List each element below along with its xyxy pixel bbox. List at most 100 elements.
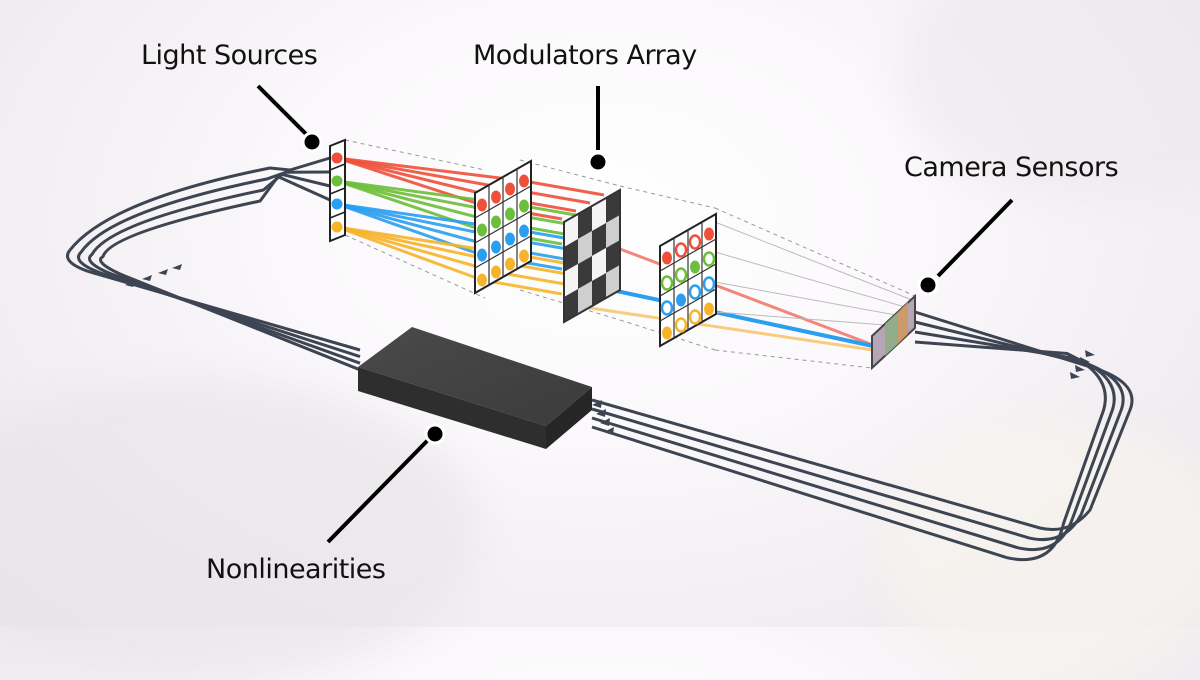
beam-green xyxy=(336,179,497,224)
beam-yellow xyxy=(336,225,497,274)
grid-cell-blue xyxy=(505,232,515,246)
grid-cell-red xyxy=(688,234,702,250)
panel-divider xyxy=(329,139,346,147)
grid-cell-blue xyxy=(676,293,686,307)
grid-cell-green xyxy=(491,215,501,229)
output-grid xyxy=(659,212,717,348)
light-source-blue xyxy=(331,198,343,210)
grid-cell-red xyxy=(704,227,714,241)
guide-line xyxy=(714,281,913,319)
grid-cell-blue xyxy=(519,224,529,238)
grid-cell-red xyxy=(662,251,672,265)
callout-modulators xyxy=(587,86,609,173)
grid-cell-yellow xyxy=(505,257,515,271)
grid-cell-yellow xyxy=(704,302,714,316)
arrow-icon xyxy=(600,418,610,426)
grid-cell-green xyxy=(519,199,529,213)
arrow-icon xyxy=(125,281,135,287)
grid-cell-green xyxy=(505,207,515,221)
beam-blue xyxy=(569,279,874,348)
beam-red xyxy=(523,179,605,197)
modulator-cell-light xyxy=(578,231,592,264)
beam-red xyxy=(336,156,525,183)
modulator-cell-light xyxy=(592,198,606,231)
light-sources-array xyxy=(329,138,346,243)
grid-cell-blue xyxy=(477,248,487,262)
callout-light-sources xyxy=(256,84,323,153)
label-modulators-array: Modulators Array xyxy=(473,40,697,71)
callout-nonlinearities xyxy=(326,423,446,544)
grid-cell-red xyxy=(505,182,515,196)
arrow-icon xyxy=(172,264,182,270)
modulator-frame xyxy=(563,188,621,324)
grid-cell-green xyxy=(660,275,674,291)
beam-yellow xyxy=(569,303,874,352)
panel-divider xyxy=(329,211,346,219)
light-source-yellow xyxy=(331,221,343,233)
modulators-array xyxy=(563,188,621,324)
guide-line xyxy=(714,251,913,310)
optical-computer-diagram xyxy=(66,84,1134,562)
beam-yellow xyxy=(336,225,483,282)
modulator-cell-dark xyxy=(592,223,606,256)
guide-line xyxy=(714,207,916,297)
callout-camera xyxy=(917,198,1014,296)
guide-line xyxy=(519,159,621,187)
beam-red xyxy=(336,156,511,191)
grid-cell-green xyxy=(477,223,487,237)
camera-sensor xyxy=(871,293,916,371)
modulator-cell-light xyxy=(578,281,592,314)
grid-cell-green xyxy=(702,251,716,267)
feedback-loop xyxy=(66,156,1134,562)
guide-line xyxy=(714,221,913,301)
loop-path xyxy=(66,156,1134,531)
grid-cell-blue xyxy=(702,276,716,292)
guide-line xyxy=(619,185,716,209)
guide-line xyxy=(344,234,486,299)
grid-cell-blue xyxy=(491,240,501,254)
guide-line xyxy=(519,289,621,321)
fanout-grid xyxy=(474,159,532,295)
modulator-cell-light xyxy=(564,214,578,247)
arrow-icon xyxy=(1070,372,1080,379)
beam-red xyxy=(336,156,497,199)
grid-cell-red xyxy=(674,242,688,258)
loop-path xyxy=(99,174,1107,562)
loop-path xyxy=(77,170,1125,542)
light-source-green xyxy=(331,175,343,187)
grid-cell-yellow xyxy=(688,309,702,325)
grid-cell-red xyxy=(491,190,501,204)
modulator-cell-dark xyxy=(564,289,578,322)
guide-line xyxy=(714,311,913,328)
label-nonlinearities: Nonlinearities xyxy=(206,554,386,585)
arrow-icon xyxy=(1080,357,1090,364)
guide-line xyxy=(714,349,873,369)
grid-cell-yellow xyxy=(662,326,672,340)
nonlinearity-box xyxy=(358,327,592,449)
grid-cell-blue xyxy=(660,300,674,316)
grid-cell-blue xyxy=(688,284,702,300)
grid-cell-red xyxy=(519,174,529,188)
grid-cell-red xyxy=(477,198,487,212)
arrow-icon xyxy=(596,409,606,417)
modulator-cell-dark xyxy=(606,190,620,223)
panel-divider xyxy=(329,187,346,195)
modulator-cell-light xyxy=(606,265,620,298)
modulator-cell-light xyxy=(592,248,606,281)
arrow-icon xyxy=(1075,365,1085,372)
grid-cell-yellow xyxy=(674,317,688,333)
modulator-cell-dark xyxy=(564,239,578,272)
arrow-icon xyxy=(158,269,168,275)
grid-cell-green xyxy=(690,260,700,274)
modulator-cell-dark xyxy=(606,240,620,273)
grid-cell-green xyxy=(674,267,688,283)
modulator-cell-dark xyxy=(578,256,592,289)
arrow-icon xyxy=(142,275,152,281)
modulator-cell-dark xyxy=(592,273,606,306)
modulator-cell-light xyxy=(564,264,578,297)
arrow-icon xyxy=(604,427,614,435)
panel-divider xyxy=(329,163,346,171)
grid-cell-yellow xyxy=(491,265,501,279)
grid-cell-yellow xyxy=(519,249,529,263)
modulator-cell-light xyxy=(606,215,620,248)
